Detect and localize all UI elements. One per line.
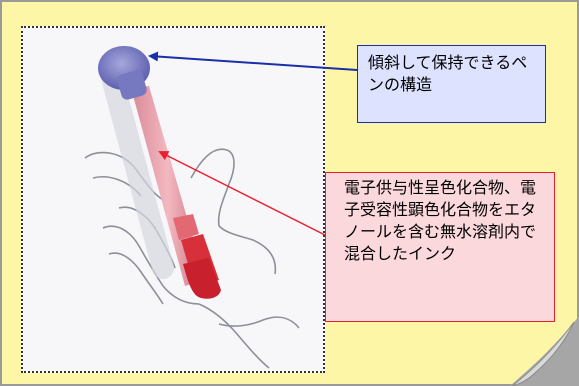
pen-body [131,86,221,299]
ink-composition-text: 電子供与性呈色化合物、電子受容性顕色化合物をエタノールを含む無水溶剤内で混合した… [344,178,537,263]
pen-structure-text: 傾斜して保持できるペンの構造 [368,53,528,94]
ink-pointer-arrow [158,151,326,236]
pen-photo-frame [21,26,325,373]
pen-cap [98,46,150,100]
pen-in-hand-illustration [23,28,323,371]
cap-pointer-arrow [148,51,358,71]
ink-composition-callout: 電子供与性呈色化合物、電子受容性顕色化合物をエタノールを含む無水溶剤内で混合した… [325,172,555,322]
pen-structure-callout: 傾斜して保持できるペンの構造 [357,45,546,123]
